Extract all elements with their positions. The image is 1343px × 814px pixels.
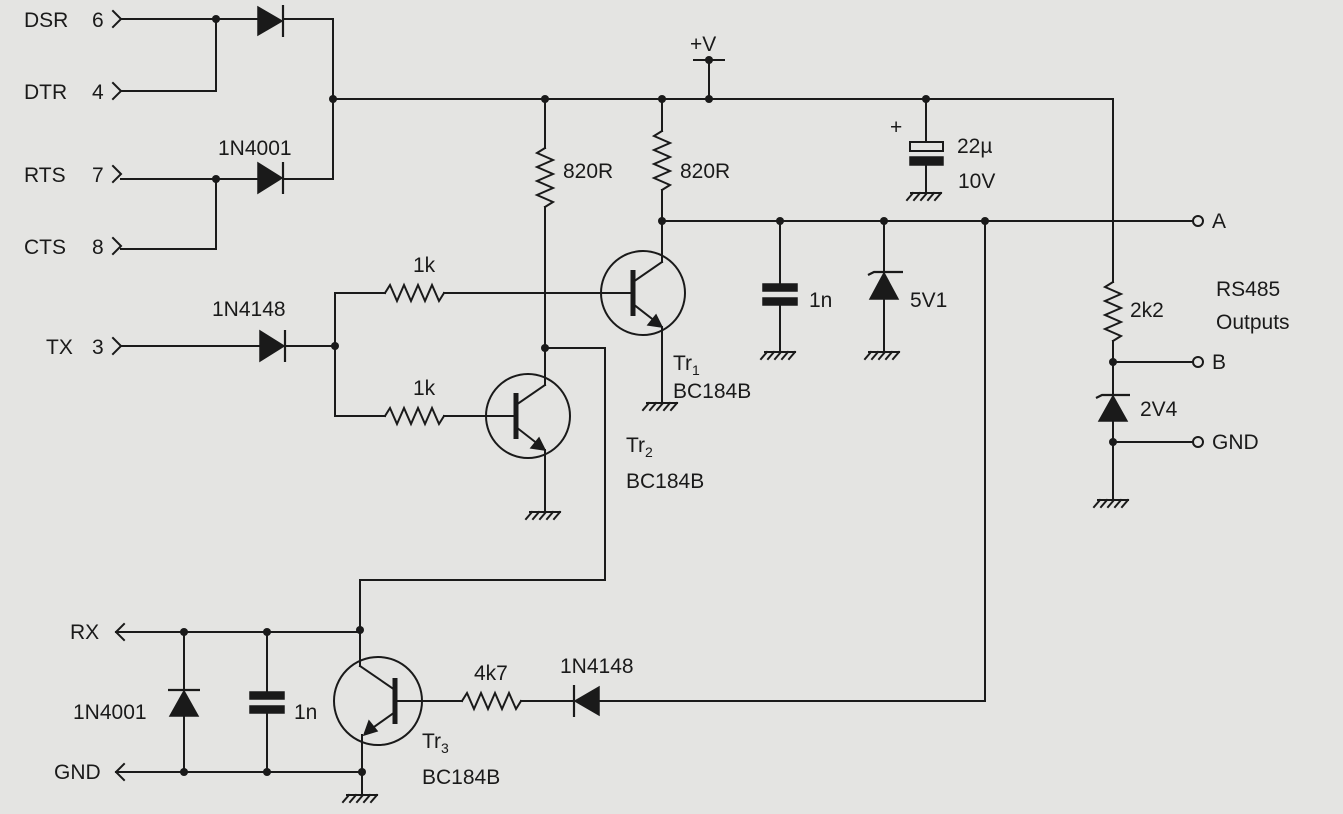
dtr-label: DTR xyxy=(24,81,67,104)
connector-cts: CTS 8 xyxy=(24,178,217,259)
svg-text:Tr2: Tr2 xyxy=(626,434,653,460)
terminal-b[interactable] xyxy=(1192,356,1204,368)
capacitor-22u-value: 22µ xyxy=(957,135,992,158)
cts-arrow-icon xyxy=(111,236,123,256)
dsr-label: DSR xyxy=(24,9,68,32)
caption-line1: RS485 xyxy=(1216,278,1280,301)
tx-label: TX xyxy=(46,336,73,359)
diode-rts-cts xyxy=(257,161,334,195)
tr2-sub: 2 xyxy=(645,444,653,460)
caption-line2: Outputs xyxy=(1216,311,1290,334)
dtr-arrow-icon xyxy=(111,81,123,101)
tr1-name: Tr xyxy=(673,352,692,375)
resistor-1k-2-label: 1k xyxy=(413,377,436,400)
capacitor-1n-a xyxy=(759,220,798,361)
diode-tx xyxy=(259,329,336,363)
supply-label: +V xyxy=(690,33,716,56)
resistor-1k-2 xyxy=(334,405,517,427)
resistor-4k7 xyxy=(394,690,574,712)
dtr-pin: 4 xyxy=(92,81,104,104)
cts-label: CTS xyxy=(24,236,66,259)
zener-2v4-label: 2V4 xyxy=(1140,398,1178,421)
resistor-820r-1 xyxy=(534,98,556,347)
tr2-name: Tr xyxy=(626,434,645,457)
cts-pin: 8 xyxy=(92,236,104,259)
diode-tx-label: 1N4148 xyxy=(212,298,286,321)
resistor-4k7-label: 4k7 xyxy=(474,662,508,685)
diode-rx-clamp-label: 1N4001 xyxy=(73,701,147,724)
zener-5v1-label: 5V1 xyxy=(910,289,947,312)
capacitor-22u-voltage: 10V xyxy=(958,170,995,193)
terminal-a[interactable] xyxy=(1192,215,1204,227)
resistor-820r-2-label: 820R xyxy=(680,160,730,183)
terminal-gnd-right[interactable] xyxy=(1192,436,1204,448)
resistor-2k2 xyxy=(1102,280,1124,396)
svg-text:Tr3: Tr3 xyxy=(422,730,449,756)
connector-tx: TX 3 xyxy=(46,336,261,359)
diode-rx-clamp xyxy=(168,631,200,773)
diode-dsr-dtr xyxy=(257,5,334,37)
transistor-tr3 xyxy=(333,629,423,804)
gnd-left-label: GND xyxy=(54,761,101,784)
resistor-820r-1-label: 820R xyxy=(563,160,613,183)
resistor-2k2-label: 2k2 xyxy=(1130,299,1164,322)
transistor-tr2 xyxy=(485,345,571,521)
capacitor-1n-rx xyxy=(249,631,285,773)
diode-rx-label: 1N4148 xyxy=(560,655,634,678)
capacitor-1n-a-label: 1n xyxy=(809,289,832,312)
rts-pin: 7 xyxy=(92,164,104,187)
connector-dsr: DSR 6 xyxy=(24,9,259,32)
rts-arrow-icon xyxy=(111,164,123,184)
ground-2v4-icon xyxy=(1092,498,1130,509)
tx-pin: 3 xyxy=(92,336,104,359)
diode-rx xyxy=(572,220,986,717)
rx-label: RX xyxy=(70,621,99,644)
zener-5v1 xyxy=(863,220,903,361)
connector-rts: RTS 7 xyxy=(24,164,259,187)
resistor-820r-2 xyxy=(651,98,673,222)
output-gnd-right-label: GND xyxy=(1212,431,1259,454)
dsr-pin: 6 xyxy=(92,9,104,32)
tx-arrow-icon xyxy=(111,336,123,356)
tr2-type: BC184B xyxy=(626,470,704,493)
connector-dtr: DTR 4 xyxy=(24,18,217,104)
capacitor-1n-rx-label: 1n xyxy=(294,701,317,724)
dsr-arrow-icon xyxy=(111,9,123,29)
tr3-name: Tr xyxy=(422,730,441,753)
output-a-label: A xyxy=(1212,210,1226,233)
capacitor-22u-plus: + xyxy=(890,116,902,139)
resistor-1k-1-label: 1k xyxy=(413,254,436,277)
svg-text:Tr1: Tr1 xyxy=(673,352,700,378)
tr1-sub: 1 xyxy=(692,362,700,378)
rts-label: RTS xyxy=(24,164,66,187)
tr3-sub: 3 xyxy=(441,740,449,756)
capacitor-22u xyxy=(905,98,944,202)
tr1-type: BC184B xyxy=(673,380,751,403)
resistor-1k-1 xyxy=(334,282,634,304)
tr3-type: BC184B xyxy=(422,766,500,789)
diode-rts-cts-label: 1N4001 xyxy=(218,137,292,160)
output-b-label: B xyxy=(1212,351,1226,374)
zener-2v4 xyxy=(1095,393,1130,501)
